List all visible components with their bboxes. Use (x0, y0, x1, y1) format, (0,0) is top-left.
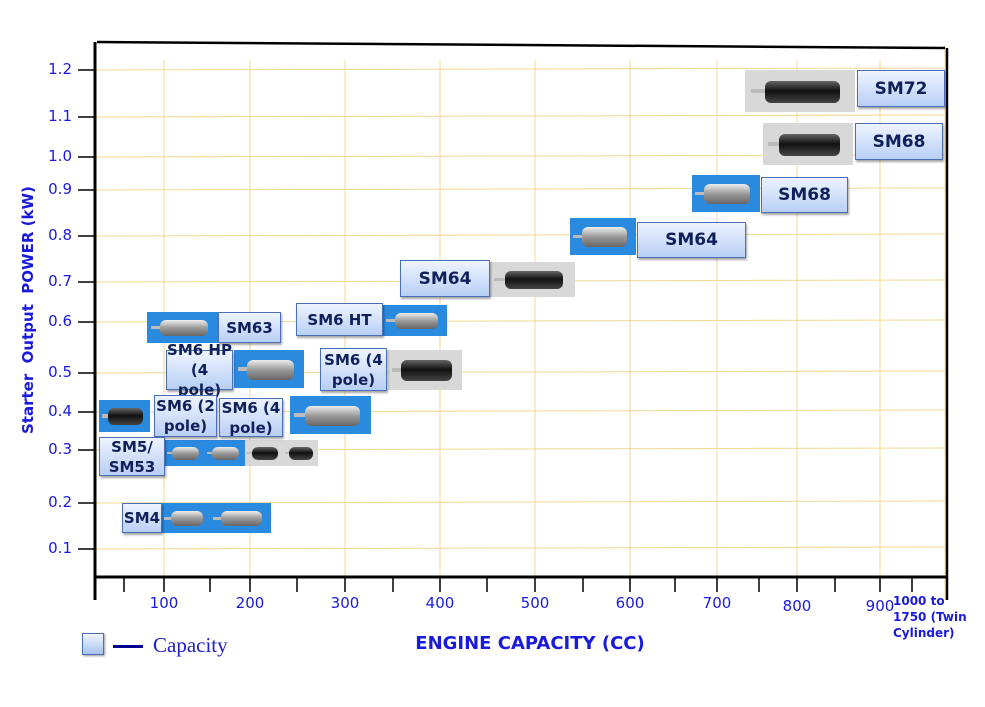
x-tick-label: 600 (615, 594, 645, 612)
y-tick-label: 0.6 (48, 312, 72, 330)
starter-motor-photo (165, 440, 205, 466)
motor-body (581, 227, 627, 247)
x-tick-label: 900 (865, 597, 895, 615)
x-tick-label: 300 (330, 594, 360, 612)
motor-shaft (767, 141, 781, 147)
y-axis-label: Starter Output POWER (kW) (19, 186, 37, 434)
starter-motor-photo (283, 440, 318, 466)
starter-motor-photo (490, 262, 575, 297)
model-label-sm6-ht: SM6 HT (296, 303, 383, 336)
model-label-sm6-4-pole: SM6 (4 pole) (320, 348, 387, 391)
gridline-horizontal (94, 500, 946, 504)
motor-shaft (167, 451, 173, 455)
x-tick-label: 100 (149, 594, 179, 612)
gridline-horizontal (94, 233, 946, 237)
motor-body (220, 510, 263, 527)
starter-motor-photo (763, 123, 853, 165)
y-tick-label: 0.3 (48, 440, 72, 458)
y-tick-label: 0.4 (48, 402, 72, 420)
motor-shaft (237, 367, 248, 371)
starter-motor-photo (234, 350, 304, 388)
motor-shaft (294, 413, 306, 417)
gridline-horizontal (94, 546, 946, 550)
starter-motor-photo (162, 503, 210, 533)
model-label-sm64: SM64 (637, 222, 746, 258)
x-tick-label: 700 (702, 594, 732, 612)
motor-body (289, 446, 314, 461)
starter-motor-photo (692, 175, 760, 212)
starter-motor-photo (205, 440, 245, 466)
top-border (96, 40, 946, 50)
motor-body (704, 184, 751, 204)
motor-shaft (494, 277, 507, 282)
y-tick-label: 0.5 (48, 363, 72, 381)
model-label-sm4: SM4 (122, 503, 162, 533)
motor-shaft (573, 234, 583, 239)
motor-body (170, 510, 204, 527)
motor-body (764, 80, 840, 103)
motor-body (246, 359, 295, 380)
legend-label: Capacity (153, 633, 228, 657)
motor-body (394, 312, 439, 330)
starter-motor-photo (570, 218, 636, 255)
motor-shaft (150, 325, 161, 330)
starter-motor-photo (290, 396, 371, 434)
model-label-sm6-4-pole: SM6 (4 pole) (219, 398, 283, 437)
y-tick-label: 0.8 (48, 226, 72, 244)
motor-shaft (386, 318, 396, 323)
starter-motor-photo (147, 312, 218, 343)
motor-body (505, 270, 564, 290)
model-label-sm72: SM72 (857, 70, 945, 107)
y-tick-label: 0.2 (48, 493, 72, 511)
motor-body (212, 446, 240, 461)
motor-shaft (284, 451, 290, 455)
starter-motor-photo (99, 400, 150, 432)
motor-body (304, 405, 360, 426)
starter-motor-photo (210, 503, 271, 533)
starter-motor-photo (745, 70, 855, 112)
model-label-sm6-hp-4-pole: SM6 HP (4 pole) (166, 341, 233, 399)
motor-shaft (391, 368, 403, 372)
motor-body (779, 133, 841, 156)
model-label-sm68: SM68 (855, 123, 943, 160)
legend-swatch (82, 633, 104, 655)
motor-shaft (164, 516, 172, 520)
model-label-sm6-2-pole: SM6 (2 pole) (154, 395, 217, 437)
motor-body (401, 360, 452, 382)
y-tick-label: 0.9 (48, 180, 72, 198)
motor-body (159, 319, 209, 337)
x-tick-label-twin: 1000 to 1750 (Twin Cylinder) (893, 594, 967, 640)
model-label-sm68: SM68 (761, 177, 848, 213)
y-tick-label: 1.2 (48, 60, 72, 78)
y-tick-label: 1.1 (48, 107, 72, 125)
x-tick-label: 800 (782, 597, 812, 615)
motor-shaft (101, 414, 109, 418)
gridline-horizontal (94, 67, 946, 71)
model-label-sm5-sm53: SM5/ SM53 (99, 437, 165, 476)
motor-shaft (750, 88, 766, 94)
motor-shaft (246, 451, 253, 455)
starter-motor-photo (245, 440, 283, 466)
model-label-sm63: SM63 (218, 312, 281, 343)
motor-shaft (695, 191, 705, 196)
x-tick-label: 400 (425, 594, 455, 612)
legend-line (113, 645, 143, 648)
x-axis-label: ENGINE CAPACITY (CC) (415, 633, 645, 654)
gridline-horizontal (94, 114, 946, 118)
motor-body (108, 408, 143, 425)
x-tick-label: 500 (520, 594, 550, 612)
y-tick-label: 1.0 (48, 147, 72, 165)
y-tick-label: 0.7 (48, 272, 72, 290)
y-tick-label: 0.1 (48, 539, 72, 557)
motor-body (172, 446, 200, 461)
starter-motor-photo (388, 350, 462, 390)
motor-body (251, 446, 278, 461)
motor-shaft (213, 516, 222, 520)
motor-shaft (207, 451, 213, 455)
starter-motor-photo (383, 305, 447, 336)
model-label-sm64: SM64 (400, 260, 490, 297)
x-tick-label: 200 (235, 594, 265, 612)
